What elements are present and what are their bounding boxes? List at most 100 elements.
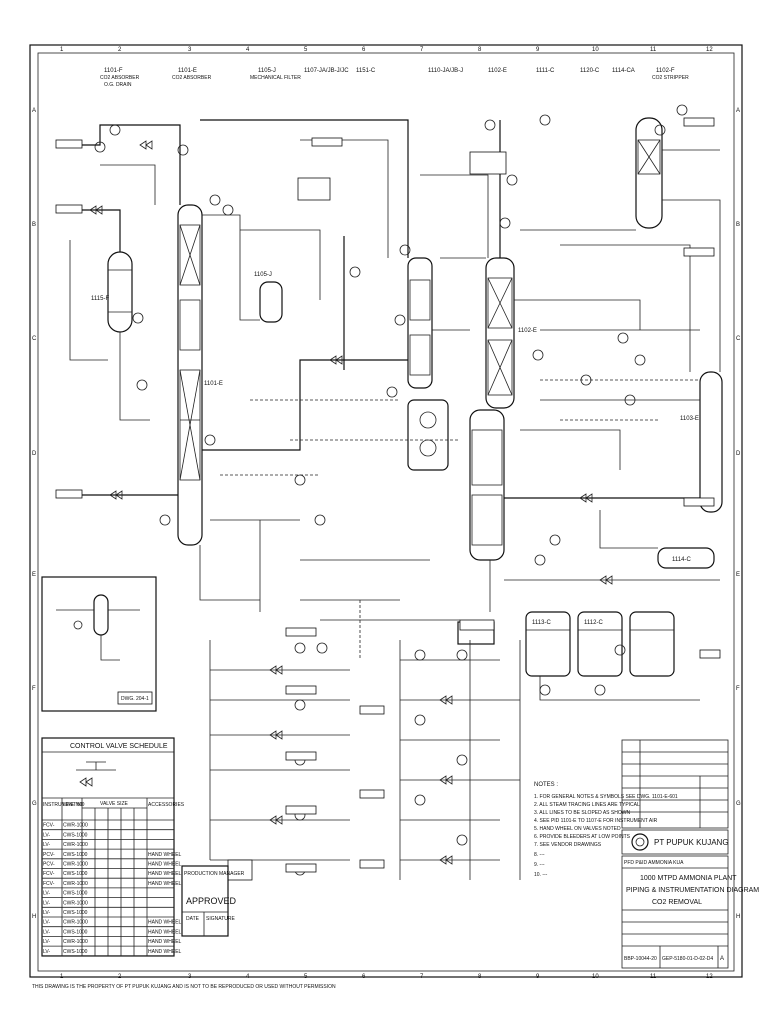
top-tag-desc: MECHANICAL FILTER <box>250 75 301 81</box>
title-line1: 1000 MTPD AMMONIA PLANT <box>640 875 737 882</box>
row-label: H <box>32 914 36 920</box>
row-label: C <box>736 336 741 342</box>
col-label: 3 <box>188 47 192 53</box>
drum-tag: 1113-C <box>532 620 551 626</box>
schedule-cell: FCV- <box>43 823 55 829</box>
col-label: 7 <box>420 974 424 980</box>
schedule-cell: HAND WHEEL <box>148 920 182 926</box>
col-label: 4 <box>246 47 250 53</box>
col-label: 9 <box>536 47 540 53</box>
schedule-cell: LV- <box>43 929 50 935</box>
col-label: 5 <box>304 47 308 53</box>
col-label: 1 <box>60 974 64 980</box>
title-code: BBP-10044-20 <box>624 956 657 962</box>
schedule-cell: PCV- <box>43 862 55 868</box>
top-tag: 1102-E <box>488 68 507 74</box>
col-label: 3 <box>188 974 192 980</box>
schedule-cell: HAND WHEEL <box>148 939 182 945</box>
col-label: 6 <box>362 47 366 53</box>
top-tag-desc: CO2 ABSORBER <box>100 75 140 81</box>
schedule-cell: CWS-1000 <box>63 891 88 897</box>
col-label: 8 <box>478 47 482 53</box>
top-tag: 1120-C <box>580 68 600 74</box>
col-label: 4 <box>246 974 250 980</box>
row-labels-left: A B C D E F G H <box>32 108 37 920</box>
schedule-cell: FCV- <box>43 871 55 877</box>
row-label: E <box>736 572 740 578</box>
top-tag-sub: O.G. DRAIN <box>104 82 132 88</box>
top-tag: 1114-CA <box>612 68 635 74</box>
schedule-cell: LV- <box>43 832 50 838</box>
note-item: 5. HAND WHEEL ON VALVES NOTED <box>534 826 621 832</box>
title-drawing-no: GEP-5180-01-D-02-D4 <box>662 956 713 962</box>
schedule-header: VALVE SIZE <box>100 801 129 807</box>
column-labels-top: 1 2 3 4 5 6 7 8 9 10 11 12 <box>60 47 713 53</box>
schedule-cell: HAND WHEEL <box>148 862 182 868</box>
col-label: 6 <box>362 974 366 980</box>
row-label: G <box>736 801 741 807</box>
schedule-cell: LV- <box>43 842 50 848</box>
row-label: G <box>32 801 37 807</box>
exchanger-tag: 1114-C <box>672 557 691 563</box>
title-project: PFD P&ID AMMONIA KUA <box>624 860 684 866</box>
schedule-header: INSTRUMENT NO <box>43 802 85 808</box>
column-tag: 1102-E <box>518 328 537 334</box>
company-block: PT PUPUK KUJANG <box>621 829 729 855</box>
schedule-cell: CWS-1000 <box>63 929 88 935</box>
schedule-cell: CWR-1000 <box>63 862 88 868</box>
vessel-right: 1103-E <box>680 371 723 513</box>
col-label: 2 <box>118 47 122 53</box>
schedule-cell: LV- <box>43 891 50 897</box>
note-item: 1. FOR GENERAL NOTES & SYMBOLS SEE DWG. … <box>534 794 678 800</box>
col-label: 12 <box>706 47 713 53</box>
col-label: 5 <box>304 974 308 980</box>
schedule-cell: CWR-1000 <box>63 900 88 906</box>
col-label: 10 <box>592 47 599 53</box>
company-name: PT PUPUK KUJANG <box>654 838 729 847</box>
col-label: 8 <box>478 974 482 980</box>
vessel-tag: 1115-F <box>91 296 109 302</box>
notes-block: NOTES : 1. FOR GENERAL NOTES & SYMBOLS S… <box>534 782 678 878</box>
drums-row: 1113-C 1112-C <box>525 611 675 677</box>
row-label: D <box>32 451 37 457</box>
notes-title: NOTES : <box>534 782 558 788</box>
inset-dwg-label: DWG. 204-1 <box>121 696 149 702</box>
schedule-header: LINE NO <box>63 802 83 808</box>
col-label: 11 <box>650 974 657 980</box>
piping <box>60 119 721 880</box>
top-tag: 1102-F <box>656 68 675 74</box>
schedule-cell: CWS-1000 <box>63 949 88 955</box>
top-tag: 1151-C <box>356 68 376 74</box>
top-tag: 1105-J <box>258 68 276 74</box>
col-label: 1 <box>60 47 64 53</box>
title-block: PFD P&ID AMMONIA KUA 1000 MTPD AMMONIA P… <box>621 855 759 969</box>
column-tag: 1101-E <box>204 381 223 387</box>
approval-signature: SIGNATURE <box>206 916 235 922</box>
approval-date: DATE <box>186 916 200 922</box>
schedule-cell: CWS-1000 <box>63 832 88 838</box>
schedule-cell: HAND WHEEL <box>148 949 182 955</box>
schedule-cell: HAND WHEEL <box>148 852 182 858</box>
row-label: E <box>32 572 36 578</box>
schedule-cell: CWS-1000 <box>63 871 88 877</box>
top-tags: 1101-F CO2 ABSORBER O.G. DRAIN 1101-E CO… <box>100 68 689 88</box>
offpage-connectors <box>55 117 721 881</box>
inner-border <box>37 52 735 972</box>
schedule-cell: CWR-1000 <box>63 920 88 926</box>
control-valve-schedule: CONTROL VALVE SCHEDULE INSTRUMENT NO LIN… <box>41 737 185 957</box>
schedule-cell: CWS-1000 <box>63 852 88 858</box>
schedule-cell: CWS-1000 <box>63 910 88 916</box>
top-tag: 1107-JA/JB-J/JC <box>304 68 349 74</box>
filter-1105-j: 1105-J <box>254 272 283 323</box>
schedule-cell: HAND WHEEL <box>148 881 182 887</box>
instrument-bubbles <box>94 104 688 876</box>
row-label: B <box>32 222 36 228</box>
note-item: 10. --- <box>534 872 548 878</box>
schedule-cell: LV- <box>43 939 50 945</box>
top-tag-desc: CO2 STRIPPER <box>652 75 689 81</box>
note-item: 3. ALL LINES TO BE SLOPED AS SHOWN <box>534 810 630 816</box>
row-label: F <box>736 686 740 692</box>
note-item: 9. --- <box>534 862 545 868</box>
approval-stamp: APPROVED <box>186 896 237 906</box>
